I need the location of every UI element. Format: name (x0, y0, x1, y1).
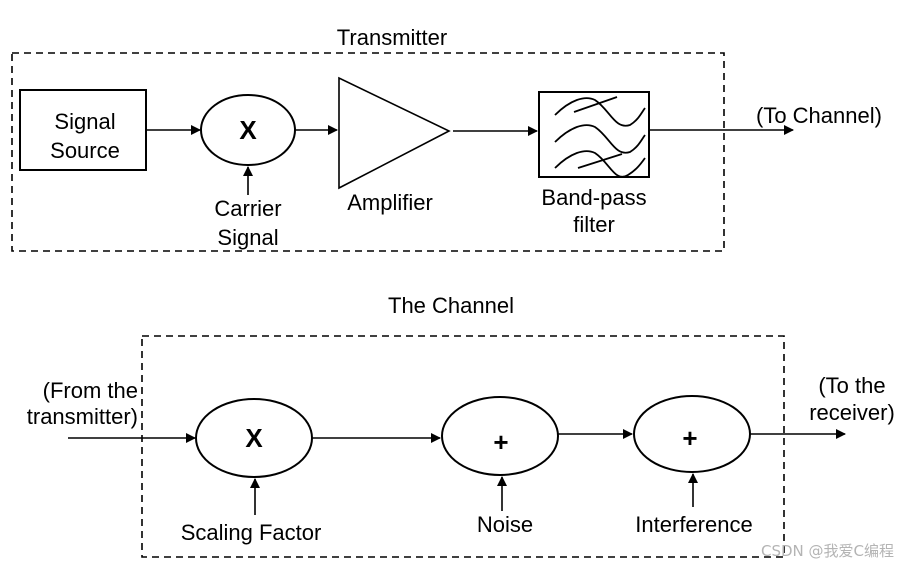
amplifier-label: Amplifier (347, 190, 433, 215)
bandpass-label-line1: Band-pass (541, 185, 646, 210)
interference-adder-block: + (633, 395, 751, 473)
from-transmitter-label-line1: (From the (43, 378, 138, 403)
to-receiver-label-line2: receiver) (809, 400, 895, 425)
carrier-label-line2: Signal (217, 225, 278, 250)
amplifier-triangle-icon (338, 76, 451, 190)
signal-source-label-line2: Source (50, 138, 120, 163)
bandpass-filter-icon (554, 96, 646, 178)
carrier-label-line1: Carrier (214, 196, 281, 221)
channel-title: The Channel (388, 293, 514, 318)
watermark: CSDN @我爱C编程 (761, 542, 894, 560)
scaler-block: X (195, 398, 313, 478)
to-channel-label: (To Channel) (756, 103, 882, 128)
multiply-icon: X (245, 423, 263, 453)
bandpass-filter-block: Band-pass filter (538, 91, 650, 237)
to-receiver-label-line1: (To the (818, 373, 885, 398)
noise-label: Noise (477, 512, 533, 537)
plus-icon: + (493, 427, 508, 457)
signal-source-label-line1: Signal (54, 109, 115, 134)
transmitter-title: Transmitter (337, 25, 447, 50)
transmitter-boundary (11, 52, 725, 252)
from-transmitter-label-line2: transmitter) (27, 404, 138, 429)
bandpass-label-line2: filter (573, 212, 615, 237)
channel-section: The Channel (From the transmitter) X Sca… (27, 293, 895, 558)
multiply-icon: X (239, 115, 257, 145)
scaling-factor-label: Scaling Factor (181, 520, 322, 545)
signal-source-block: Signal Source (19, 89, 147, 171)
interference-label: Interference (635, 512, 752, 537)
noise-adder-block: + (441, 396, 559, 476)
plus-icon: + (682, 423, 697, 453)
mixer-block: X (200, 94, 296, 166)
transmitter-section: Transmitter Signal Source X Carrier Sign… (11, 25, 882, 252)
amplifier-block: Amplifier (338, 76, 451, 215)
